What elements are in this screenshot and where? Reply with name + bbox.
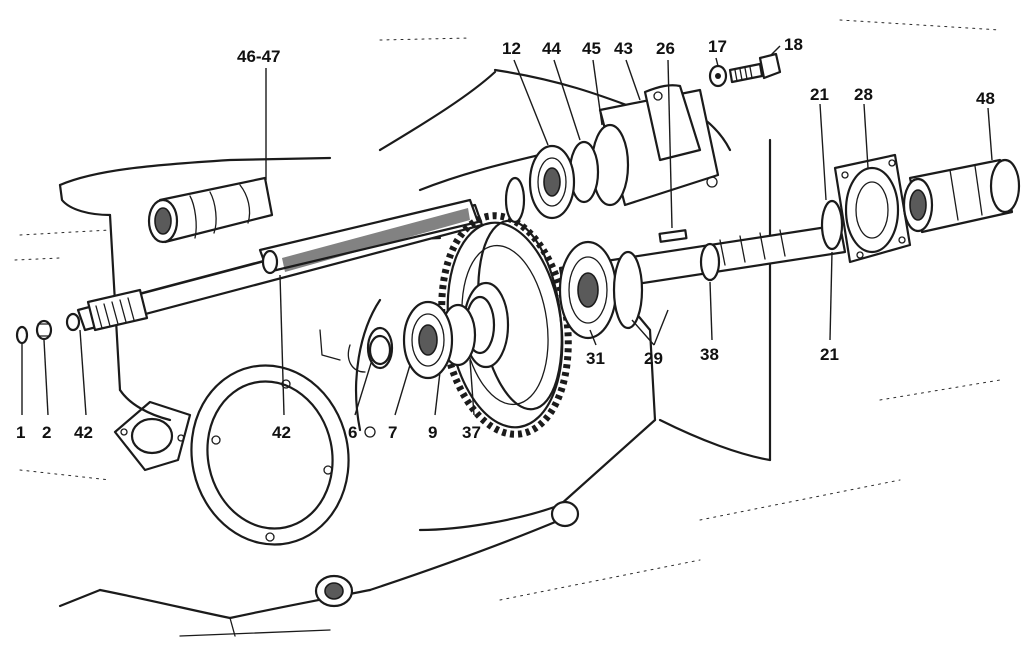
lower-output-shaft bbox=[558, 223, 847, 340]
callout-9: 9 bbox=[428, 423, 437, 442]
callout-31: 31 bbox=[586, 349, 605, 368]
callout-26: 26 bbox=[656, 39, 675, 58]
leader-lines bbox=[21, 45, 993, 416]
callout-1: 1 bbox=[16, 423, 25, 442]
callout-7: 7 bbox=[388, 423, 397, 442]
callout-17: 17 bbox=[708, 37, 727, 56]
callout-6: 6 bbox=[348, 423, 357, 442]
callout-21-upper: 21 bbox=[810, 85, 829, 104]
cover-plate bbox=[113, 400, 192, 472]
callout-44: 44 bbox=[542, 39, 561, 58]
callout-45: 45 bbox=[582, 39, 601, 58]
callout-12: 12 bbox=[502, 39, 521, 58]
coupling-sleeve bbox=[147, 176, 274, 244]
callout-43: 43 bbox=[614, 39, 633, 58]
upper-bearing-stack bbox=[504, 84, 720, 224]
gearbox-housing bbox=[14, 19, 1001, 637]
snap-ring-and-nut bbox=[15, 319, 53, 345]
callout-29: 29 bbox=[644, 349, 663, 368]
circlip bbox=[368, 334, 392, 366]
bolt-and-washer bbox=[708, 52, 782, 88]
callout-46-47: 46-47 bbox=[237, 47, 280, 66]
callout-38: 38 bbox=[700, 345, 719, 364]
callout-48: 48 bbox=[976, 89, 995, 108]
housing-gasket bbox=[190, 364, 350, 546]
callout-labels: 1 2 42 42 6 7 9 37 31 29 38 21 46-47 12 … bbox=[16, 35, 995, 442]
callout-37: 37 bbox=[462, 423, 481, 442]
output-flange-assembly bbox=[820, 153, 1021, 264]
drain-boss bbox=[314, 500, 580, 608]
callout-28: 28 bbox=[854, 85, 873, 104]
callout-18: 18 bbox=[784, 35, 803, 54]
callout-2: 2 bbox=[42, 423, 51, 442]
callout-21-lower: 21 bbox=[820, 345, 839, 364]
callout-42-mid: 42 bbox=[272, 423, 291, 442]
callout-42-left: 42 bbox=[74, 423, 93, 442]
key bbox=[658, 229, 688, 243]
upper-shaft bbox=[65, 198, 484, 332]
lower-gear-bearings bbox=[364, 281, 510, 438]
